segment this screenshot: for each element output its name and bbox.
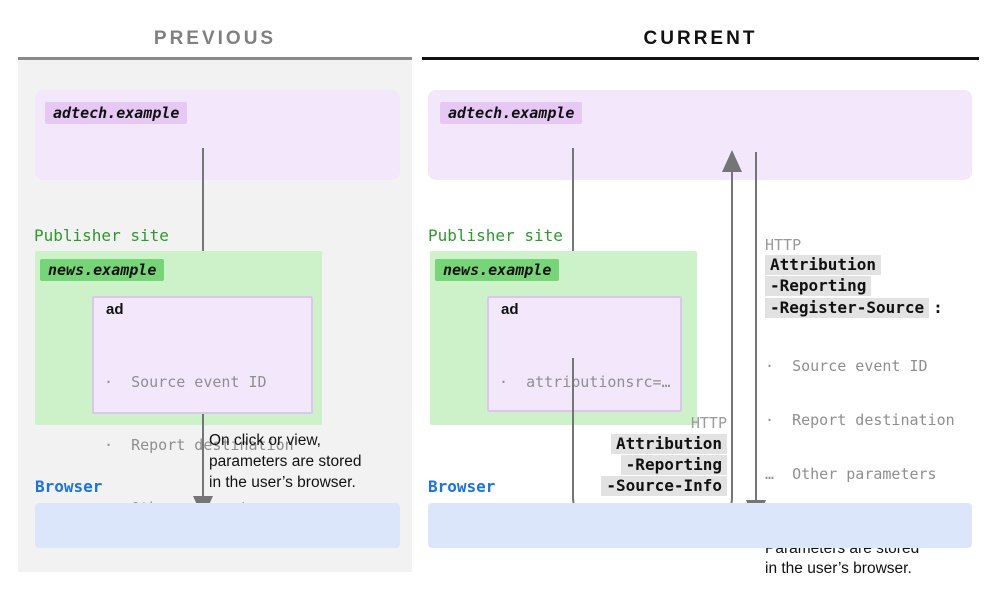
current-arrowhead-up-icon — [722, 150, 742, 172]
request-protocol-label: HTTP — [690, 414, 727, 432]
current-request-arrow-up-segment — [731, 172, 733, 394]
current-browser-label: Browser — [428, 477, 496, 496]
response-header-line: -Register-Source — [765, 298, 930, 318]
response-protocol-label: HTTP — [765, 236, 802, 254]
current-response-arrow — [755, 152, 757, 502]
previous-panel-divider — [18, 57, 412, 60]
previous-browser-box — [35, 503, 400, 548]
current-browser-box — [428, 503, 972, 548]
response-header-line: -Reporting — [765, 276, 872, 296]
response-params: · Source event ID · Report destination …… — [765, 321, 955, 519]
previous-panel-title: PREVIOUS — [153, 28, 277, 49]
previous-arrow-ad-to-browser — [202, 414, 204, 498]
request-header-line: -Source-Info — [601, 476, 727, 496]
current-panel-divider — [422, 57, 979, 60]
param-line: · attributionsrc=… — [499, 373, 671, 391]
param-line: … Other parameters — [765, 465, 937, 483]
current-publisher-site-label: Publisher site — [428, 226, 563, 245]
response-header-line: Attribution — [765, 255, 881, 275]
current-arrow-adtech-to-ad — [572, 148, 574, 288]
previous-adtech-domain-label: adtech.example — [45, 102, 188, 124]
param-line: · Source event ID — [765, 357, 928, 375]
previous-ad-box — [92, 296, 313, 414]
param-line: · Report destination — [765, 411, 955, 429]
previous-arrow-adtech-to-ad — [202, 148, 204, 290]
current-news-domain-label: news.example — [435, 259, 560, 281]
previous-store-note: On click or view, parameters are stored … — [209, 432, 362, 491]
request-header-line: -Reporting — [620, 455, 727, 475]
previous-publisher-site-label: Publisher site — [34, 226, 169, 245]
param-line: · Source event ID — [104, 373, 267, 391]
current-ad-title: ad — [501, 301, 519, 318]
current-adtech-domain-label: adtech.example — [440, 102, 583, 124]
current-ad-params: · attributionsrc=… — [499, 330, 671, 435]
previous-news-domain-label: news.example — [40, 259, 165, 281]
previous-ad-title: ad — [106, 301, 124, 318]
previous-browser-label: Browser — [35, 477, 103, 496]
current-panel-title: CURRENT — [643, 28, 758, 49]
param-line: · Report destination — [104, 436, 294, 454]
current-request-headers: HTTP Attribution -Reporting -Source-Info — [420, 413, 727, 497]
response-header-colon: : — [933, 298, 943, 317]
request-header-line: Attribution — [611, 434, 727, 454]
